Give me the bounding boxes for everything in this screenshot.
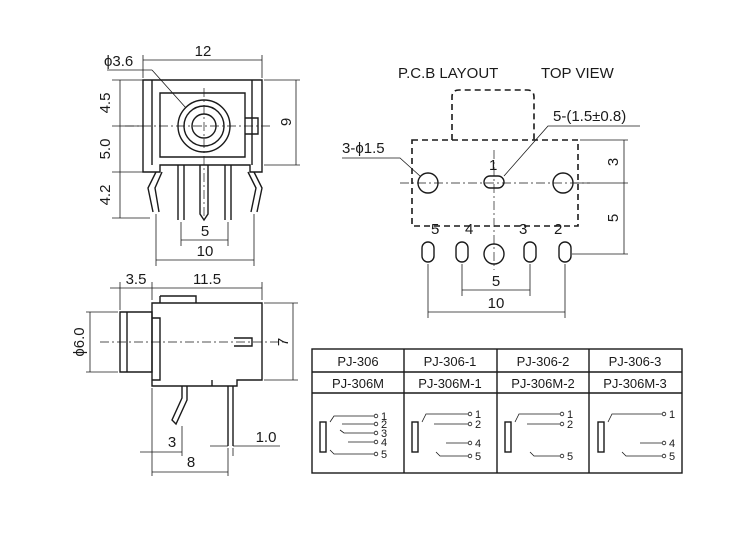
sch4-pin-1: 1	[669, 409, 675, 421]
side-view: 3.5 11.5 ϕ6.0 7 3 1.0 8	[71, 271, 298, 476]
front-height-dim: 9	[278, 118, 295, 126]
model-r1-c1: PJ-306	[337, 354, 378, 369]
pcb-dim-right-bottom: 5	[605, 214, 622, 222]
pcb-pin-5-label: 5	[431, 221, 439, 238]
pcb-hole-label: 3-ϕ1.5	[342, 140, 385, 157]
sch4-pin-4: 4	[669, 438, 675, 450]
side-nose-dia-dim: ϕ6.0	[71, 327, 88, 356]
model-r1-c2: PJ-306-1	[424, 354, 477, 369]
sch4-pin-5: 5	[669, 451, 675, 463]
schematic-pj-306-1: 1 2 4 5	[411, 409, 481, 463]
side-pin-span-dim: 8	[187, 454, 195, 471]
model-r2-c3: PJ-306M-2	[511, 376, 575, 391]
model-r2-c1: PJ-306M	[332, 376, 384, 391]
sch3-pin-1: 1	[567, 409, 573, 421]
pcb-dim-right-top: 3	[605, 158, 622, 166]
side-body-length-dim: 11.5	[193, 271, 221, 288]
sch2-pin-5: 5	[475, 451, 481, 463]
sch2-pin-1: 1	[475, 409, 481, 421]
front-hole-dia-dim: ϕ3.6	[104, 53, 133, 70]
pcb-dim-bottom-inner: 5	[492, 273, 500, 290]
side-nose-length-dim: 3.5	[126, 271, 147, 288]
front-width-dim: 12	[195, 43, 212, 60]
model-r2-c2: PJ-306M-1	[418, 376, 482, 391]
model-r2-c4: PJ-306M-3	[603, 376, 667, 391]
sch2-pin-2: 2	[475, 419, 481, 431]
schematic-pj-306-2: 1 2 5	[504, 409, 573, 463]
models-table: PJ-306 PJ-306-1 PJ-306-2 PJ-306-3 PJ-306…	[311, 348, 683, 474]
sch1-pin-3: 3	[381, 428, 387, 440]
model-r1-c3: PJ-306-2	[517, 354, 570, 369]
sch3-pin-2: 2	[567, 419, 573, 431]
sch3-pin-5: 5	[567, 451, 573, 463]
sch1-pin-1: 1	[381, 411, 387, 423]
pcb-pin-2-label: 2	[554, 221, 562, 238]
pcb-pin-3-label: 3	[519, 221, 527, 238]
front-pin-inner-dim: 5	[201, 223, 209, 240]
sch1-pin-4: 4	[381, 437, 387, 449]
sch1-pin-5: 5	[381, 449, 387, 461]
pcb-layout-title: P.C.B LAYOUT	[398, 65, 498, 82]
pcb-dim-bottom-outer: 10	[488, 295, 505, 312]
pcb-top-view-label: TOP VIEW	[541, 65, 615, 82]
schematic-pj-306-3: 1 4 5	[597, 409, 675, 463]
side-pin-offset-dim: 3	[168, 434, 176, 451]
front-pin-outer-dim: 10	[197, 243, 214, 260]
schematic-pj-306: 1 2 3 4 5	[319, 411, 387, 461]
pcb-slot-label: 5-(1.5±0.8)	[553, 108, 626, 125]
front-h-bottom-dim: 4.2	[97, 185, 114, 206]
front-h-mid-dim: 5.0	[97, 139, 114, 160]
side-pin-width-dim: 1.0	[256, 429, 277, 446]
pcb-pin-1-label: 1	[489, 157, 497, 174]
sch2-pin-4: 4	[475, 438, 481, 450]
sch1-pin-2: 2	[381, 419, 387, 431]
model-r1-c4: PJ-306-3	[609, 354, 662, 369]
side-height-dim: 7	[275, 338, 292, 346]
front-h-top-dim: 4.5	[97, 93, 114, 114]
pcb-pin-4-label: 4	[465, 221, 473, 238]
front-view: 12 ϕ3.6 4.5 5.0 4.2 9 5 10	[97, 43, 300, 266]
pcb-layout: P.C.B LAYOUT TOP VIEW 1 5 4 3 2 3-ϕ1.5 5…	[342, 65, 640, 318]
